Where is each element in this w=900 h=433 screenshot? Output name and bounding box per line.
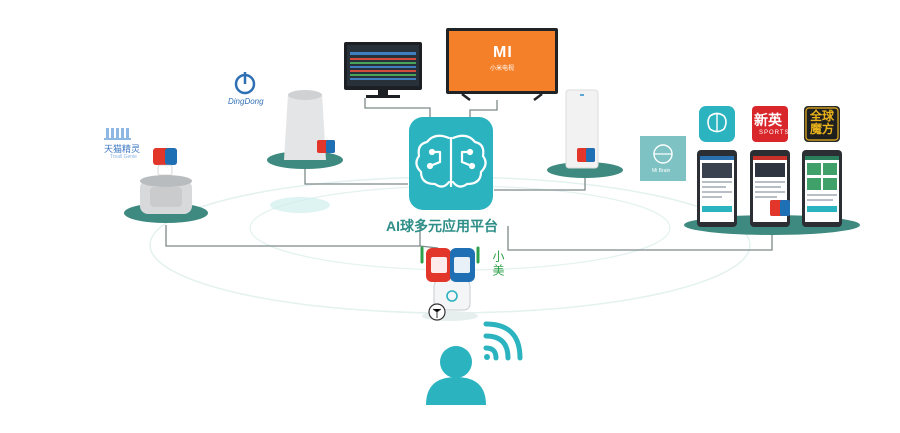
wifi-signal-icon [483,321,523,361]
mi-brain-card [640,136,686,181]
platform-title: AI球多元应用平台 [386,218,498,234]
tmall-sub: Tmall Genie [110,154,137,160]
user-icon [426,346,486,405]
phone-middle [750,150,790,227]
xiaomi-tv-logo: MI [493,44,513,61]
tmall-icon [104,128,131,140]
platform-tile [409,117,493,210]
dingdong-icon [234,72,256,95]
brain-circuit-icon [415,134,487,188]
dingdong-brand: DingDong [228,97,264,106]
mascot-robot [420,246,480,321]
monitor [344,42,422,98]
global-magic-app-title: 全球魔方 [809,109,834,136]
phone-left [697,150,737,227]
mi-router [547,89,623,178]
tmall-speaker [124,148,208,223]
glow [270,197,330,213]
connection-lines [165,98,773,251]
mascot-name: 小美 [491,250,505,278]
phone-right [802,150,842,227]
xiaomi-tv [446,28,558,101]
app-icon-global-magic [804,106,840,142]
app-icon-brain [699,106,735,142]
tmall-brand: 天猫精灵 [104,144,141,154]
dingdong-speaker [267,90,343,169]
app-icon-xinying [752,106,788,142]
xinying-app-sub: SPORTS [759,130,790,136]
xiaomi-tv-sub: 小米电视 [490,66,515,72]
mi-brain-label: Mi Brain [652,168,671,174]
xinying-app-title: 新英 [754,112,782,128]
